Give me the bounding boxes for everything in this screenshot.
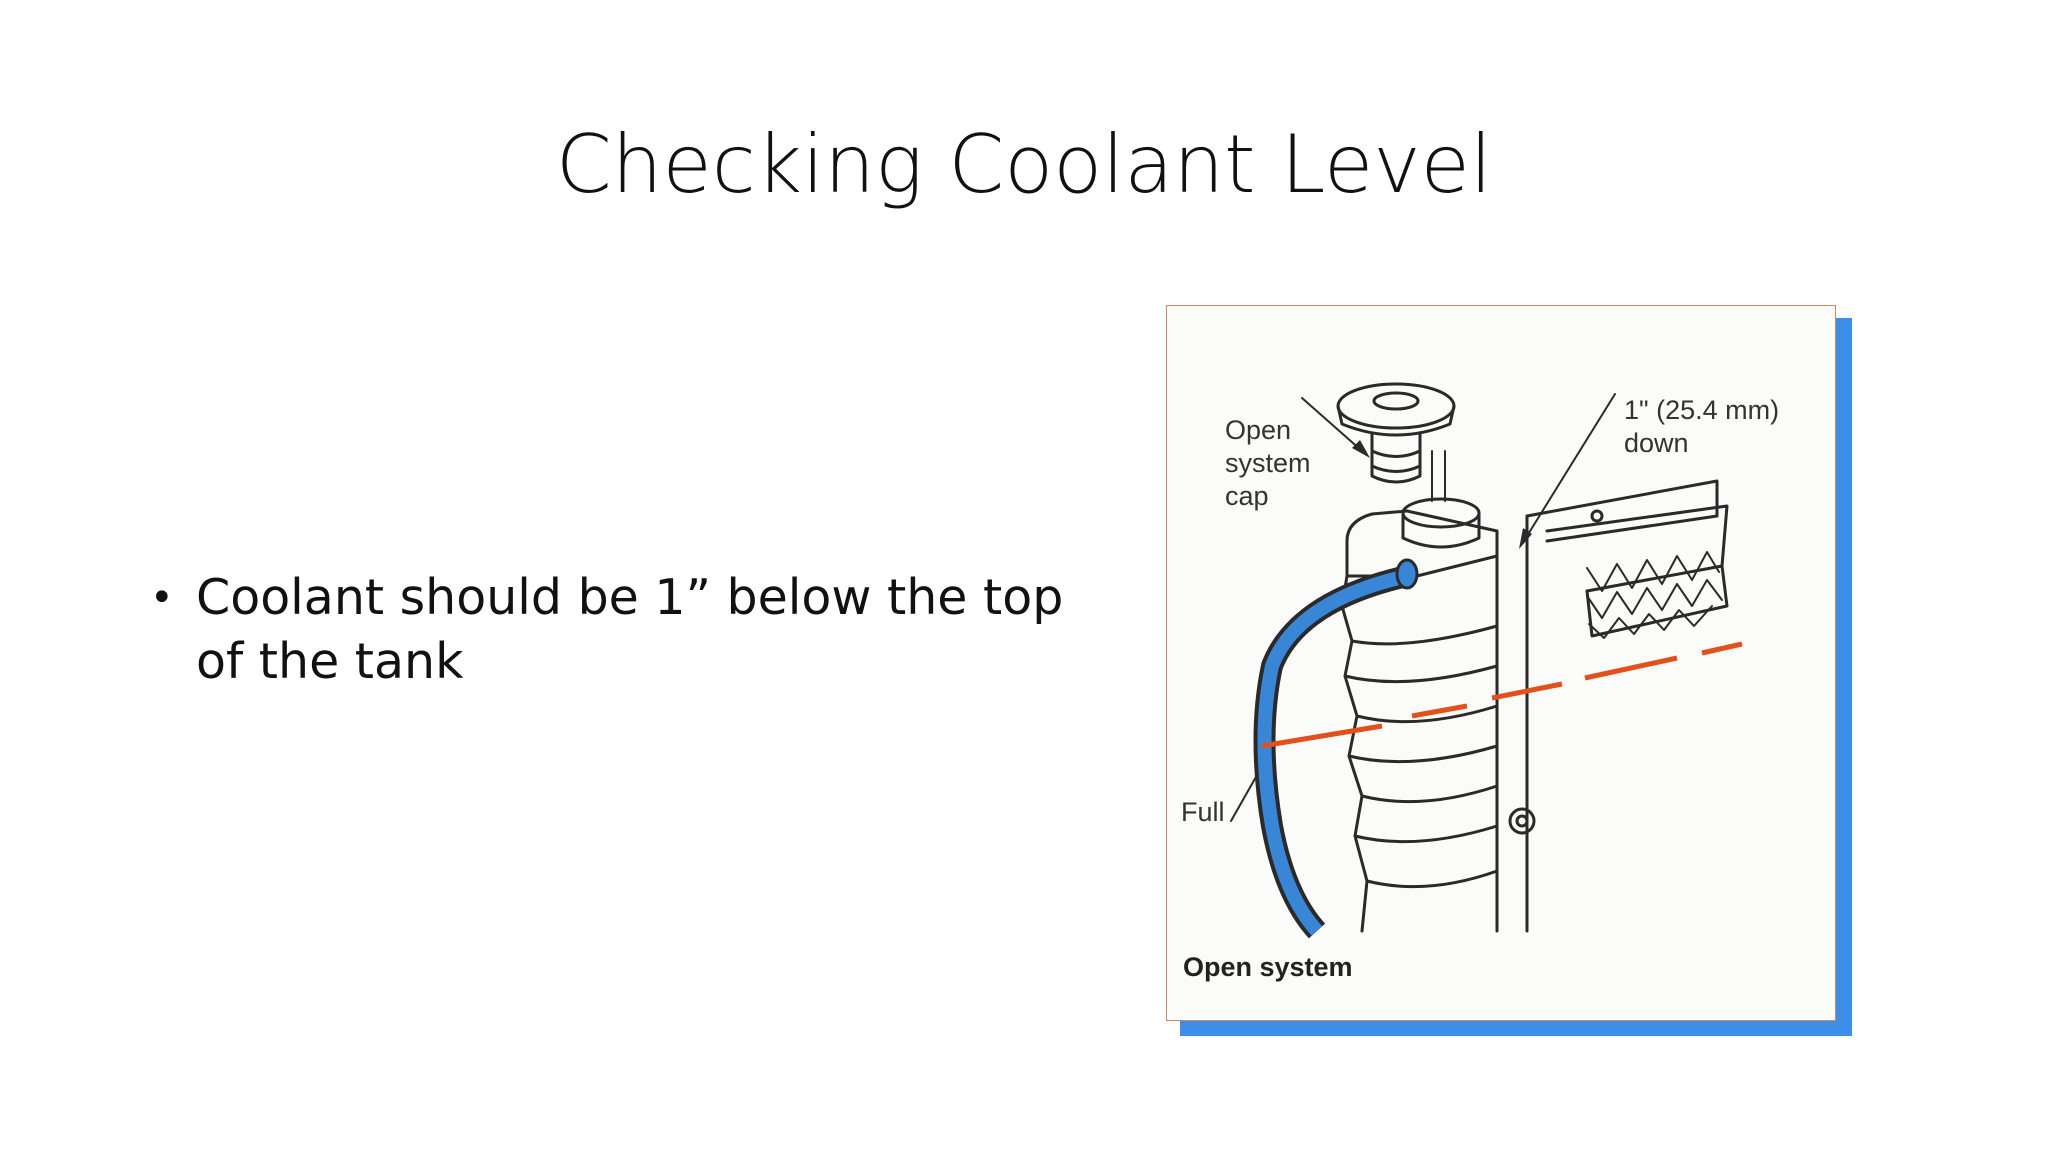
bullet-text: Coolant should be 1” below the top of th…: [196, 569, 1064, 690]
depth-label: 1" (25.4 mm) down: [1624, 394, 1779, 460]
cap-label-line2: system: [1225, 448, 1311, 478]
cap-label-line1: Open: [1225, 415, 1292, 445]
level-line: [1261, 641, 1743, 749]
tank-left-wall: [1340, 574, 1369, 933]
cap-label: Open system cap: [1225, 414, 1311, 513]
depth-label-line2: down: [1624, 428, 1689, 458]
slide-title: Checking Coolant Level: [555, 118, 1493, 211]
full-label: Full: [1181, 797, 1225, 827]
figure-caption: Open system: [1183, 952, 1353, 982]
bullet-list: • Coolant should be 1” below the top of …: [150, 566, 1090, 694]
coolant-diagram: Open system cap 1" (25.4 mm) down Full O…: [1166, 305, 1836, 1021]
bullet-icon: •: [150, 575, 174, 621]
radiator-illustration: [1230, 382, 1743, 939]
hose: [1257, 569, 1409, 936]
bullet-item: • Coolant should be 1” below the top of …: [150, 566, 1090, 694]
depth-label-line1: 1" (25.4 mm): [1624, 395, 1780, 425]
cap-label-line3: cap: [1225, 481, 1269, 511]
